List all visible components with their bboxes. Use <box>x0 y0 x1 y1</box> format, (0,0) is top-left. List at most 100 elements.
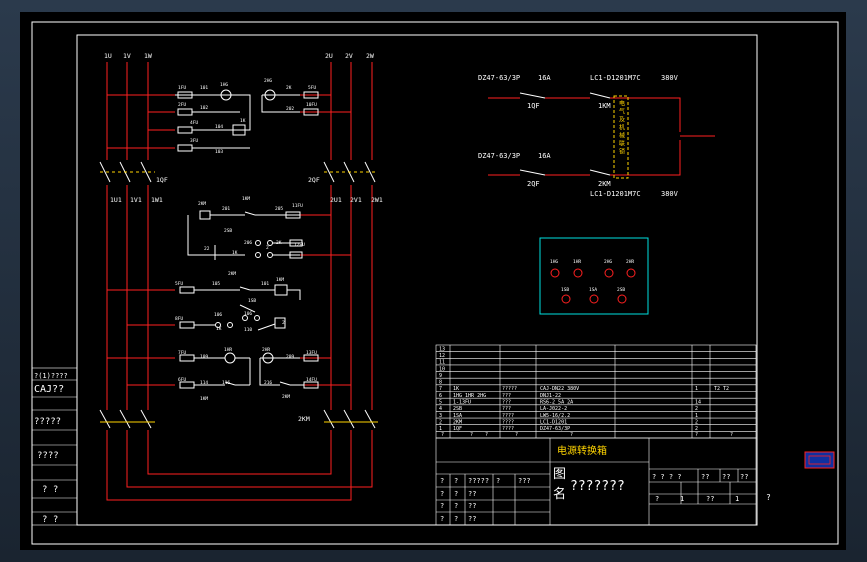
title-left-cell: ? <box>440 515 444 523</box>
out2-phase-a: 2U1 <box>330 196 342 204</box>
title-right-header: ?? <box>722 473 730 481</box>
label-101: 101 <box>200 85 208 91</box>
side-panel-line-3: ????? <box>34 417 61 427</box>
title-left-cell: ? <box>454 477 458 485</box>
source2-phase-c: 2W <box>366 52 374 60</box>
label-209: 209 <box>286 354 294 360</box>
title-left-cell: ?? <box>468 515 476 523</box>
contactor1-label: LC1-D1201M7C <box>590 74 641 82</box>
breaker1-code-top: 1QF <box>527 102 540 110</box>
breaker1-code: 1QF <box>156 176 168 184</box>
label-1km-b: 1KM <box>276 277 284 283</box>
row-number: 2 <box>439 419 442 425</box>
interlock-text: 电气及机械联锁 <box>618 99 625 156</box>
row-number: 9 <box>439 373 442 379</box>
label-105: 105 <box>212 281 220 287</box>
row-number: 13 <box>439 346 445 352</box>
title-right-header: ?? <box>740 473 748 481</box>
table-header-cell: ? <box>470 432 473 438</box>
title-left-cell: ??? <box>518 477 531 485</box>
table-cell: 1QF <box>453 426 462 432</box>
contactor1-code: 1KM <box>598 102 611 110</box>
label-2hr: 2HR <box>262 347 270 353</box>
corner-mark: ? <box>766 493 771 502</box>
source2-phase-a: 2U <box>325 52 333 60</box>
label-2km-b: 2KM <box>228 271 236 277</box>
control-panel-layout: 1HG 1HR 2HG 2HR 1SB 1SA 2SB <box>539 237 649 315</box>
wire-labels: 1U 1V 1W 2U 2V 2W 1QF 2QF 1U1 1V1 1W1 2U… <box>104 52 383 423</box>
breaker2-rating: 16A <box>538 152 551 160</box>
label-6fu: 6FU <box>178 377 186 383</box>
out1-phase-b: 1V1 <box>130 196 142 204</box>
label-1k-c: 1K <box>216 326 222 332</box>
row-number: 5 <box>439 399 442 405</box>
row-number: 1 <box>439 426 442 432</box>
contactor2-label: LC1-D1201M7C <box>590 190 641 198</box>
row-number: 6 <box>439 393 442 399</box>
table-cell: DZ47-63/3P <box>540 426 570 432</box>
table-cell: T2 T2 <box>714 386 729 392</box>
label-101-b: 101 <box>261 281 269 287</box>
label-114: 114 <box>200 380 208 386</box>
row-number: 8 <box>439 380 442 386</box>
table-cell: 1-13FU <box>453 399 471 405</box>
table-cell: 1 <box>695 386 698 392</box>
breaker-link-dashes <box>100 171 378 423</box>
label-2hg: 2HG <box>264 78 272 84</box>
table-cell: 1SA <box>453 413 462 419</box>
label-13fu: 13FU <box>306 350 317 356</box>
table-cell: CAJ-DN22 380V <box>540 386 579 392</box>
label-2km-a: 2KM <box>198 201 206 207</box>
table-cell: 1 <box>695 413 698 419</box>
table-cell: ???? <box>502 419 514 425</box>
label-102: 102 <box>200 105 208 111</box>
out2-phase-b: 2V1 <box>350 196 362 204</box>
breaker2-code-top: 2QF <box>527 180 540 188</box>
row-number: 10 <box>439 366 445 372</box>
label-12fu: 12FU <box>294 242 305 248</box>
lamp-1hr: 1HR <box>573 259 581 265</box>
label-106-a: 106 <box>214 312 222 318</box>
label-5fu: 5FU <box>308 85 316 91</box>
label-106-b: 106 <box>244 311 252 317</box>
table-header-cell: ? <box>485 432 488 438</box>
title-left-cell: ? <box>454 515 458 523</box>
label-8fu: 8FU <box>175 316 183 322</box>
title-block-left: ??????????????????????? <box>440 477 531 523</box>
label-1hg: 1HG <box>220 82 228 88</box>
title-left-cell: ?? <box>468 490 476 498</box>
label-103: 103 <box>215 149 223 155</box>
contactor2-voltage: 380V <box>661 190 679 198</box>
title-left-cell: ? <box>440 477 444 485</box>
table-header-cell: ? <box>570 432 573 438</box>
label-3fu: 3FU <box>190 138 198 144</box>
side-panel-line-4: ???? <box>37 451 59 461</box>
table-cell: 1K <box>453 386 459 392</box>
table-cell: 2 <box>695 406 698 412</box>
label-116: 116 <box>222 380 230 386</box>
table-cell: ????? <box>502 386 517 392</box>
label-1km-a: 1KM <box>242 196 250 202</box>
side-panel-text: ?(1)???? CAJ?? ????? ???? ? ? ? ? <box>34 372 68 525</box>
table-cell: LW5-16/2.2 <box>540 413 570 419</box>
label-2sb: 2SB <box>224 228 232 234</box>
label-1sb: 1SB <box>248 298 256 304</box>
viewcube-icon[interactable] <box>804 451 835 469</box>
title-right-value: 1 <box>735 495 739 503</box>
title-left-cell: ? <box>454 490 458 498</box>
label-1k-b: 1K <box>232 250 238 256</box>
side-panel-line-5: ? ? <box>42 485 58 495</box>
label-10fu: 10FU <box>306 102 317 108</box>
table-cell: 2 <box>695 419 698 425</box>
title-left-cell: ?? <box>468 502 476 510</box>
drawing-label-2: 名 <box>553 486 566 502</box>
drawing-area <box>20 12 846 550</box>
label-2k: 2K <box>286 85 292 91</box>
title-right-value: 1 <box>680 495 684 503</box>
table-cell: LA-J022-2 <box>540 406 567 412</box>
table-cell: 2 <box>695 426 698 432</box>
out1-phase-c: 1W1 <box>151 196 163 204</box>
row-number: 3 <box>439 413 442 419</box>
